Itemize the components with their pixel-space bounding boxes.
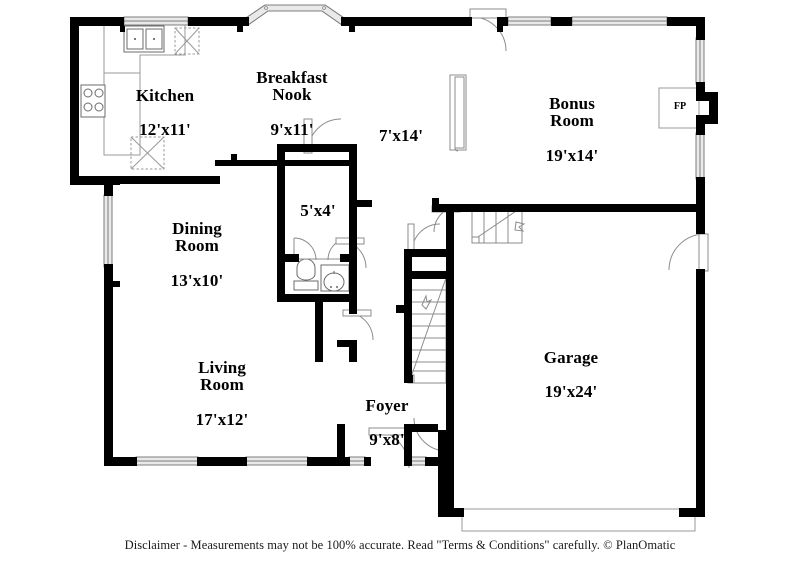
window-bonus-top-1 bbox=[507, 16, 552, 26]
door-bonus-top bbox=[469, 8, 507, 52]
wall-ext-left-kitchen bbox=[70, 17, 79, 185]
vanity-sink-icon bbox=[320, 264, 350, 292]
window-living-1 bbox=[135, 456, 199, 466]
wall-stair-corridor-left bbox=[404, 249, 412, 383]
wall-fireplace-bump-top bbox=[696, 92, 718, 101]
wall-tick-top-3 bbox=[349, 26, 355, 32]
main-staircase-icon bbox=[407, 277, 447, 384]
wall-nook-dining-tick bbox=[231, 154, 237, 166]
garage-door-icon bbox=[461, 508, 696, 532]
toilet-icon bbox=[293, 258, 319, 291]
disclaimer-text: Disclaimer - Measurements may not be 100… bbox=[124, 538, 676, 552]
wall-closet-top bbox=[277, 144, 357, 152]
wall-ext-bottom-foyer-a bbox=[364, 457, 371, 466]
window-dining-left bbox=[103, 194, 113, 268]
walls-layer bbox=[70, 17, 718, 517]
window-foyer-sidelight-1 bbox=[348, 456, 366, 466]
wall-corridor-bottom bbox=[404, 424, 412, 466]
wall-powder-left bbox=[277, 254, 285, 302]
wall-stair-mid bbox=[404, 271, 454, 279]
wall-closet-bottom-right bbox=[340, 254, 357, 262]
wall-tick-top-1 bbox=[120, 26, 125, 32]
wall-fireplace-bump-bottom bbox=[696, 115, 718, 124]
wall-closet-bottom-left bbox=[277, 254, 299, 262]
wall-ext-bottom-living-c bbox=[307, 457, 350, 466]
wall-powder-right bbox=[349, 262, 357, 302]
wall-ext-top-kitchen-a bbox=[70, 17, 124, 26]
kitchen-sink-icon bbox=[123, 21, 165, 53]
wall-powder-bottom-ext bbox=[277, 294, 285, 302]
wall-ext-left-dining bbox=[104, 264, 113, 466]
wall-closet-mid bbox=[277, 160, 357, 166]
wall-nook-hall-tick bbox=[349, 152, 357, 162]
fireplace-label: FP bbox=[673, 101, 687, 112]
kitchen-pantry-cabinet-icon bbox=[130, 136, 165, 170]
door-stair-hall bbox=[407, 223, 441, 253]
window-foyer-sidelight-2 bbox=[409, 456, 427, 466]
wall-stair-left-tick bbox=[396, 305, 405, 313]
fixtures-layer bbox=[80, 19, 700, 532]
wall-bonus-bottom bbox=[432, 204, 704, 212]
wall-ext-kitchen-bottom bbox=[70, 176, 120, 185]
wall-ext-bottom-foyer-c bbox=[425, 457, 440, 466]
fireplace-icon bbox=[658, 87, 700, 129]
windows-layer bbox=[103, 4, 705, 466]
wall-garage-right-a bbox=[696, 210, 705, 234]
wall-ext-bottom-living-b bbox=[197, 457, 247, 466]
wall-bonus-bottom-tick bbox=[432, 198, 439, 212]
wall-closet-left bbox=[277, 144, 285, 260]
hall-closet-icon bbox=[449, 74, 467, 152]
wall-kitchen-dining bbox=[113, 176, 220, 184]
bay-window-nook bbox=[242, 4, 348, 26]
wall-garage-right-b bbox=[696, 269, 705, 517]
wall-closet-right bbox=[349, 144, 357, 260]
wall-ext-bottom-living-a bbox=[104, 457, 137, 466]
wall-ext-right-bonus-c bbox=[696, 120, 705, 135]
window-living-2 bbox=[245, 456, 309, 466]
window-bonus-top-2 bbox=[571, 16, 668, 26]
wall-ext-top-kitchen-b bbox=[188, 17, 243, 26]
wall-hall-left bbox=[315, 294, 323, 362]
wall-tick-left-dining bbox=[113, 281, 120, 287]
wall-foyer-living bbox=[337, 424, 345, 466]
kitchen-upper-cabinet-icon bbox=[174, 27, 200, 55]
wall-ext-top-bonus-c bbox=[667, 17, 704, 26]
wall-tick-top-4 bbox=[497, 26, 503, 32]
wall-hall-right-upper bbox=[349, 302, 357, 314]
wall-ext-right-bonus-a bbox=[696, 17, 705, 40]
wall-nook-dining bbox=[215, 160, 284, 166]
window-bonus-right-2 bbox=[695, 132, 705, 180]
door-hall-living bbox=[342, 309, 374, 341]
wall-hall-right-lower bbox=[349, 340, 357, 362]
window-kitchen bbox=[123, 16, 189, 26]
wall-bay-right-stub bbox=[341, 17, 347, 26]
wall-fireplace-bump-right bbox=[709, 92, 718, 124]
wall-closet-right-tick bbox=[357, 200, 372, 207]
wall-ext-right-bonus-b bbox=[696, 82, 705, 96]
front-door bbox=[368, 427, 410, 469]
wall-stair-bottom-tick bbox=[404, 375, 413, 383]
wall-tick-top-2 bbox=[237, 26, 243, 32]
garage-steps-icon bbox=[471, 206, 526, 244]
wall-bay-left-stub bbox=[243, 17, 249, 26]
wall-stair-top bbox=[404, 249, 454, 257]
wall-ext-top-nook bbox=[347, 17, 472, 26]
wall-ext-top-bonus-b bbox=[551, 17, 572, 26]
wall-ext-top-bonus-a bbox=[497, 17, 508, 26]
wall-garage-bottom-right bbox=[679, 508, 705, 517]
wall-ext-right-bonus-d bbox=[696, 177, 705, 210]
door-garage-side bbox=[668, 233, 709, 272]
window-bonus-right-1 bbox=[695, 37, 705, 85]
wall-ext-left-jog bbox=[104, 176, 113, 196]
wall-garage-left bbox=[438, 430, 447, 517]
wall-stair-corridor-right bbox=[446, 212, 454, 517]
wall-hall-bottom bbox=[337, 340, 357, 347]
kitchen-range-icon bbox=[80, 84, 106, 118]
wall-corridor-bottom-tick bbox=[412, 424, 438, 432]
